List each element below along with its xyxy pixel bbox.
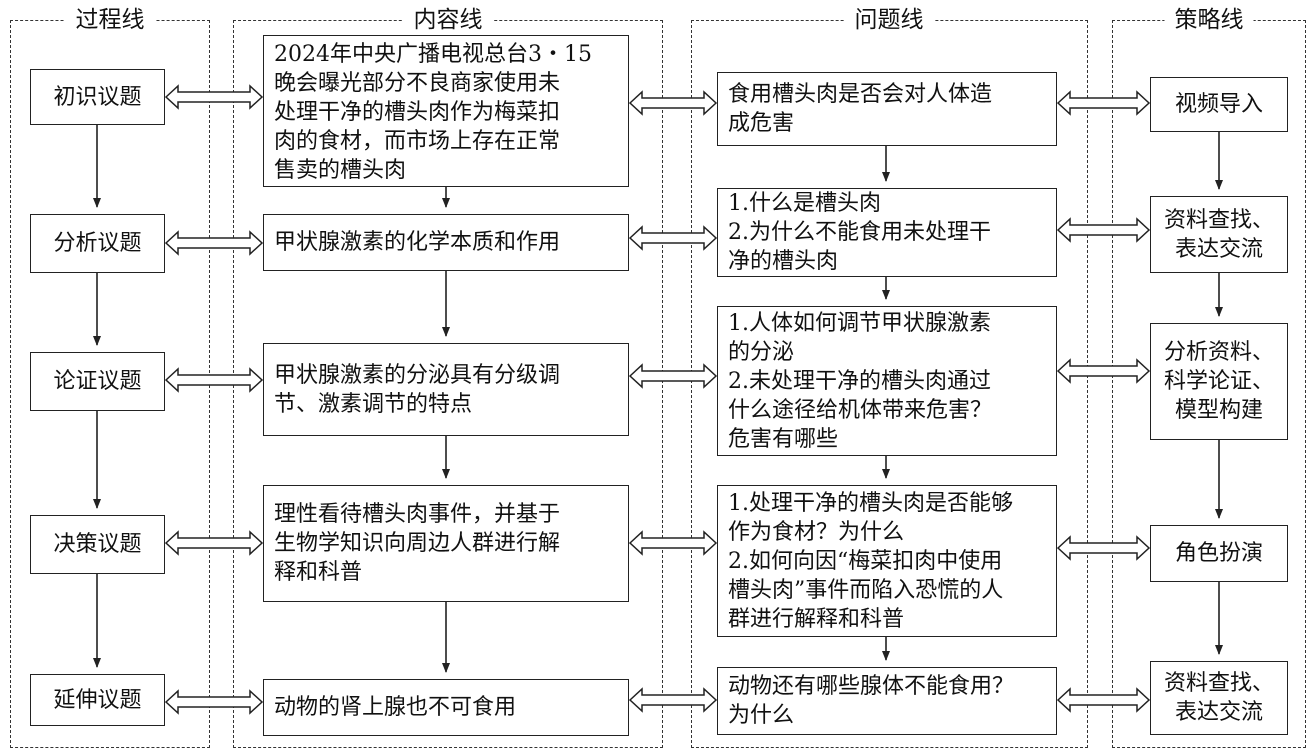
process-step-4: 决策议题: [30, 515, 165, 574]
content-lane-title: 内容线: [403, 6, 493, 34]
question-lane-title: 问题线: [844, 6, 934, 34]
process-step-1: 初识议题: [30, 69, 165, 125]
question-box-2: 1.什么是槽头肉 2.为什么不能食用未处理干 净的槽头肉: [717, 188, 1057, 277]
question-box-3: 1.人体如何调节甲状腺激素 的分泌 2.未处理干净的槽头肉通过 什么途径给机体带…: [717, 306, 1057, 456]
process-step-5: 延伸议题: [30, 674, 165, 726]
strategy-box-2: 资料查找、 表达交流: [1150, 196, 1288, 273]
content-box-2: 甲状腺激素的化学本质和作用: [263, 214, 629, 271]
question-box-1: 食用槽头肉是否会对人体造 成危害: [717, 72, 1057, 146]
question-box-5: 动物还有哪些腺体不能食用？ 为什么: [717, 667, 1057, 735]
strategy-box-4: 角色扮演: [1150, 525, 1288, 582]
strategy-lane-title: 策略线: [1164, 6, 1254, 34]
process-step-2: 分析议题: [30, 214, 165, 273]
content-box-5: 动物的肾上腺也不可食用: [263, 679, 629, 736]
content-box-4: 理性看待槽头肉事件，并基于 生物学知识向周边人群进行解 释和科普: [263, 485, 629, 602]
process-lane-title: 过程线: [65, 6, 155, 34]
strategy-box-1: 视频导入: [1150, 77, 1288, 132]
process-step-3: 论证议题: [30, 352, 165, 411]
content-box-3: 甲状腺激素的分泌具有分级调 节、激素调节的特点: [263, 343, 629, 436]
content-box-1: 2024年中央广播电视总台3・15 晚会曝光部分不良商家使用未 处理干净的槽头肉…: [263, 35, 629, 187]
question-box-4: 1.处理干净的槽头肉是否能够 作为食材？为什么 2.如何向因“梅菜扣肉中使用 槽…: [717, 485, 1057, 637]
strategy-box-3: 分析资料、 科学论证、 模型构建: [1150, 323, 1288, 440]
strategy-box-5: 资料查找、 表达交流: [1150, 661, 1288, 735]
